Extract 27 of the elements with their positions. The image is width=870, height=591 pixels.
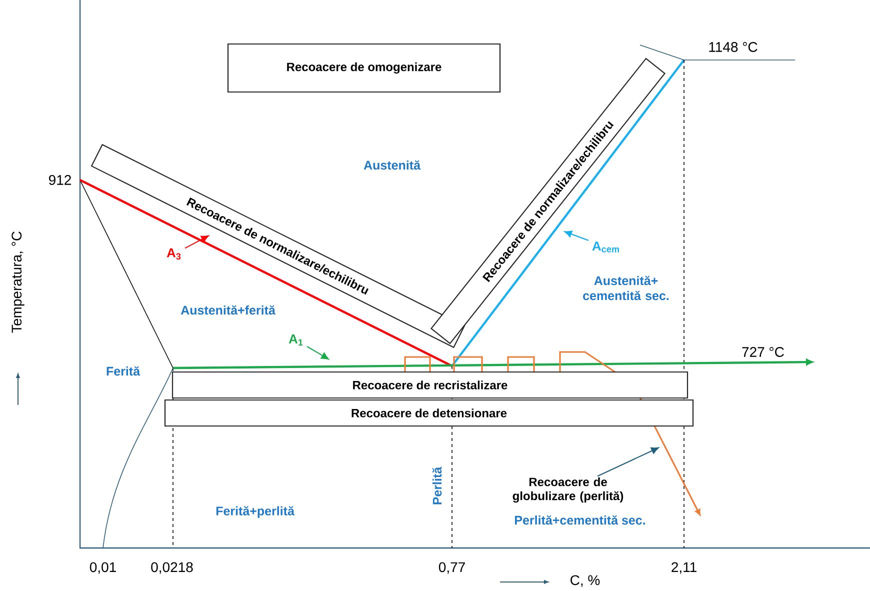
axis-title: Temperatura, °C <box>12 232 24 333</box>
curve-label: A$_{1}$ <box>288 334 303 346</box>
tick-label: 2,11 <box>672 562 696 574</box>
temperature-label: 727 °C <box>740 346 786 358</box>
temperature-label: 1148 °C <box>709 42 758 52</box>
annealing-band: Recoacere de detensionare <box>164 399 694 427</box>
phase-label: Ferită+perlită <box>216 506 294 518</box>
tick-label: 0,77 <box>438 562 465 574</box>
axis-title: C, % <box>570 575 600 587</box>
annealing-band: Recoacere de recristalizare <box>172 371 688 399</box>
leader-line <box>564 230 589 241</box>
leader-line <box>597 447 659 477</box>
phase-label: Ferită <box>106 366 140 376</box>
annealing-label: Recoacere de globulizare (perlită) <box>512 477 624 503</box>
tick-label: 0,01 <box>90 562 116 574</box>
phase-label: Perlită+cementită sec. <box>515 515 645 525</box>
curve-label: A$_{3}$ <box>166 248 181 260</box>
phase-label: Perlită <box>432 466 442 504</box>
phase-label: Austenită <box>364 160 421 170</box>
tick-label: 0,0218 <box>151 562 193 574</box>
leader-line <box>184 235 209 249</box>
phase-label: Austenită+ferită <box>180 305 276 315</box>
axis-value: 912 <box>49 175 71 185</box>
leader-line <box>306 346 329 360</box>
phase-label: Austenită+ cementită sec. <box>583 276 669 300</box>
process-box: Recoacere de omogenizare <box>227 43 501 93</box>
curve-label: A$_{cem}$ <box>592 242 619 252</box>
